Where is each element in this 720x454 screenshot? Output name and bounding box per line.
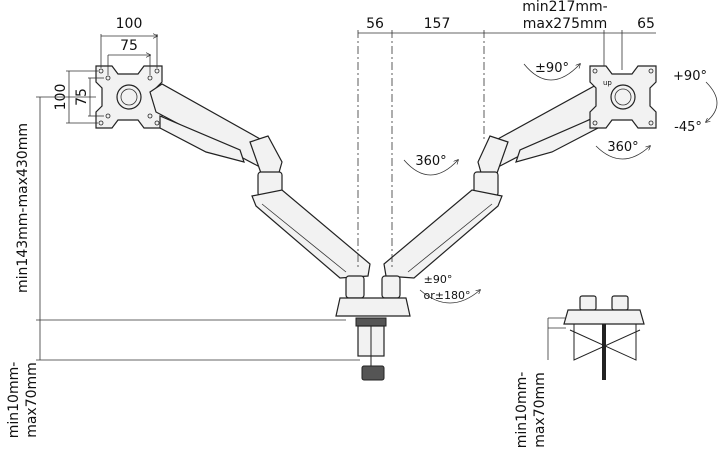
rotation-indicators: ±90° +90° -45° 360° 360° ±90° or±180° <box>403 61 718 304</box>
left-vesa-dimensions: 100 75 100 75 <box>53 16 157 124</box>
base-rotation-line1: ±90° <box>424 273 453 286</box>
height-dimensions: min143mm-max430mm min10mm- max70mm min10… <box>6 96 549 449</box>
desk-thickness-left-line1: min10mm- <box>6 362 22 439</box>
plate-up-label: up <box>603 79 612 87</box>
offset-56: 56 <box>366 16 384 32</box>
left-arm <box>149 83 371 279</box>
pan-angle: ±90° <box>535 61 569 76</box>
arm-rotation-angle: 360° <box>415 154 446 169</box>
vesa-width-inner: 75 <box>120 38 138 54</box>
offset-157: 157 <box>424 16 451 32</box>
base-rotation-line2: or±180° <box>424 289 471 302</box>
height-range: min143mm-max430mm <box>15 123 31 293</box>
left-vesa-plate <box>95 65 163 129</box>
plate-rotation-angle: 360° <box>607 140 638 155</box>
desk-thickness-right-line2: max70mm <box>532 372 548 448</box>
tilt-up-angle: +90° <box>673 69 707 84</box>
desk-thickness-right-line1: min10mm- <box>514 372 530 449</box>
vesa-width-outer: 100 <box>116 16 143 32</box>
desk-clamp <box>335 275 411 381</box>
extension-range-line1: min217mm- <box>522 0 607 15</box>
tilt-down-angle: -45° <box>674 120 702 135</box>
offset-65: 65 <box>637 16 655 32</box>
side-view-clamp <box>548 295 645 380</box>
right-arm <box>383 83 609 279</box>
top-dimensions: 56 157 min217mm- max275mm 65 <box>357 0 656 270</box>
desk-thickness-left-line2: max70mm <box>24 362 40 438</box>
right-vesa-plate: up <box>589 65 657 129</box>
extension-range-line2: max275mm <box>523 16 608 32</box>
